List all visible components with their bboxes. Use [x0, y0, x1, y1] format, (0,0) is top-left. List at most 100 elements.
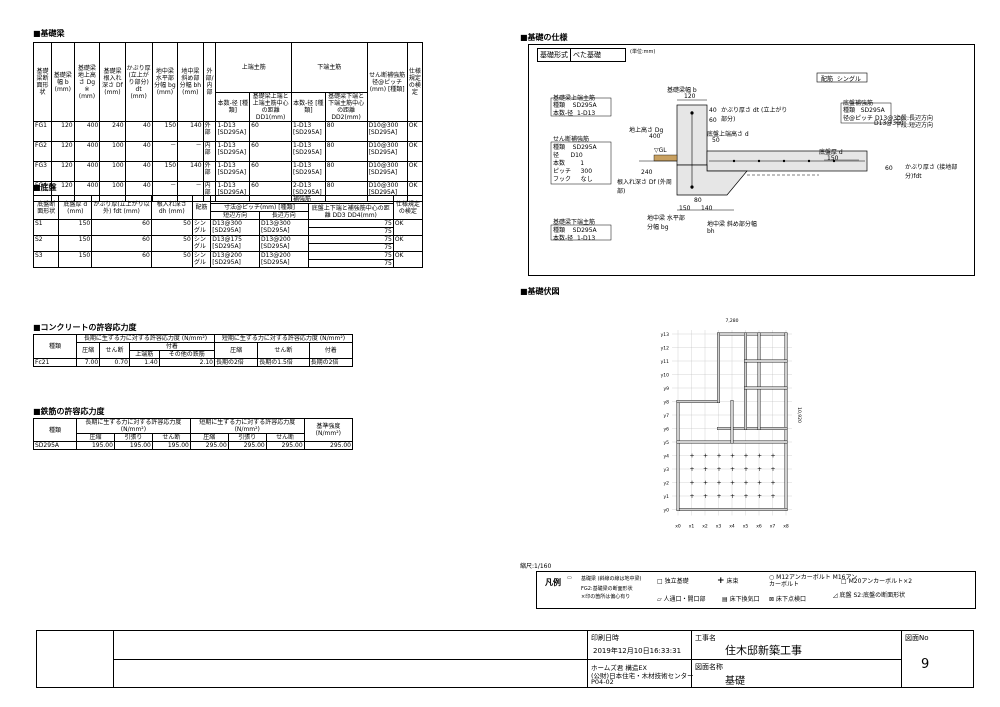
rebar-cell: 195.00: [76, 441, 115, 450]
slab-cell: S1: [32, 219, 60, 236]
beam-cell: 1-D13 [SD295A]: [215, 121, 251, 142]
beam-cell: 1-D13 [SD295A]: [291, 121, 326, 142]
dg-value: 400: [649, 133, 661, 140]
org-label: (公財)日本住宅・木材技術センター: [591, 672, 694, 680]
beam-cell: 外部: [202, 161, 217, 182]
print-label: 印刷日時: [591, 634, 619, 642]
x-axis-label: x3: [716, 524, 722, 530]
beam-cell: 1-D13 [SD295A]: [215, 141, 251, 162]
y-axis-label: y4: [663, 454, 669, 460]
slab-header: 底盤厚 d (mm): [58, 195, 93, 220]
floor-post-icon: +: [744, 453, 749, 460]
floor-post-icon: +: [717, 480, 722, 487]
df-label: 根入れ深さ Df (外周部): [617, 179, 672, 195]
beam-cell: 40: [124, 161, 153, 182]
beam-header: かぶり厚(立上がり部分) dt (mm): [124, 42, 153, 122]
beam-width-label: 基礎梁幅 b: [667, 87, 697, 94]
slab-cell: D13@200 [SD295A]: [210, 251, 260, 268]
beam-table: 基礎梁断面形状 基礎梁幅 b (mm) 基礎梁地上高さ Dg ※ (mm) 基礎…: [33, 42, 424, 202]
slab-rebar-title: 底盤補強筋: [843, 100, 874, 107]
floor-post-icon: +: [730, 453, 735, 460]
beam-cell: 240: [99, 121, 126, 142]
sheet-value: 9: [921, 657, 930, 672]
bottom-bar-count: 本数-径 1-D13: [553, 235, 596, 242]
floor-post-icon: +: [771, 493, 776, 500]
beam-cell: 150: [151, 161, 179, 182]
floor-post-icon: +: [744, 466, 749, 473]
slab-rebar-dia: 径@ピッチ D13@300: [843, 115, 905, 122]
y-axis-label: y8: [663, 400, 669, 406]
slab-d-value: 150: [827, 155, 839, 162]
concrete-header-kind: 種類: [33, 334, 77, 359]
concrete-header-comp: 圧縮: [75, 342, 101, 359]
floor-post-icon: +: [690, 453, 695, 460]
rebar-cell: 295.00: [189, 441, 229, 450]
concrete-cell: Fc21: [33, 358, 77, 367]
bottom-bar-title: 基礎梁下端主筋: [553, 219, 596, 226]
slab-header-reinf: 補強筋: [210, 195, 394, 204]
rebar-header-std: 基準強度 (N/mm²): [303, 418, 354, 442]
slab-header-long: 長辺方向: [258, 211, 309, 220]
foundation-beam: [676, 400, 720, 403]
top-bar-count: 本数-径 1-D13: [553, 110, 596, 117]
beam-header: 地中梁斜め部分幅 bh (mm): [177, 42, 204, 122]
bh-label: 地中梁 斜め部分幅 bh: [707, 221, 757, 235]
concrete-cell: 長期の2倍: [308, 358, 354, 367]
drawing-value: 基礎: [725, 676, 745, 687]
slab-cell: S2: [32, 235, 60, 252]
haikin-label: 配筋 シングル: [821, 76, 861, 83]
beam-subheader: 本数-径 [種類]: [291, 92, 326, 122]
beam-cell: －: [177, 141, 204, 162]
top-bar-title: 基礎梁上端主筋: [553, 95, 596, 102]
section-drawing: [550, 72, 892, 241]
x-axis-label: x7: [770, 524, 776, 530]
concrete-cell: 2.10: [158, 358, 215, 367]
slab-cell: 60: [91, 219, 152, 236]
beam-cell: D10@300 [SD295A]: [366, 161, 408, 182]
legend-note2: ×印の箇所は偏心有り: [581, 594, 631, 600]
slab-header: かぶり厚(立上がり以外) fdt (mm): [91, 195, 152, 220]
rebar-header-long: 長期に生ずる力に対する許容応力度 (N/mm²): [76, 418, 191, 434]
y-axis-label: y7: [663, 413, 669, 419]
x-axis-label: x5: [743, 524, 749, 530]
concrete-cell: 1.40: [128, 358, 160, 367]
concrete-header-bond: 付着: [128, 342, 215, 351]
rebar-header-tens-short: 引張り: [227, 433, 267, 442]
slab-cell: OK: [392, 235, 424, 252]
floor-post-icon: +: [717, 493, 722, 500]
dd1-value: 60: [709, 117, 717, 124]
slab-cell: シングル: [191, 251, 212, 268]
x-axis-label: x1: [689, 524, 695, 530]
legend-title: 凡例: [545, 578, 561, 587]
beam-section-title: ■基礎梁: [33, 29, 65, 38]
cross-icon: +: [717, 576, 725, 586]
rebar-header-comp: 圧縮: [76, 433, 115, 442]
legend-slab: ◿ 底盤 S2:底盤の断面形状: [833, 592, 906, 599]
floor-post-icon: +: [771, 480, 776, 487]
x-axis-label: x4: [729, 524, 735, 530]
code-label: P04-02: [591, 678, 614, 686]
legend-anchor: ○ M12アンカーボルト M16アンカーボルト: [769, 574, 858, 588]
top-bar-kind: 種類 SD295A: [553, 102, 597, 109]
rebar-cell: 195.00: [151, 441, 191, 450]
spec-section-title: ■基礎の仕様: [520, 33, 568, 42]
slab-cell: 150: [58, 235, 93, 252]
circle-icon: ○: [769, 574, 775, 581]
slab-header-dim: 寸法@ピッチ(mm) [種類]: [210, 203, 309, 212]
rebar-header-shear-short: せん断: [265, 433, 305, 442]
beam-cell: 100: [99, 161, 126, 182]
rebar-cell: 295.00: [227, 441, 267, 450]
shear-count: 本数 1: [553, 160, 585, 167]
legend-box: 凡例 ▭ 基礎梁 (斜線の線は地中梁) FG2:基礎梁の断面形状 ×印の箇所は偏…: [536, 571, 976, 609]
beam-header: 基礎梁根入れ深さ Df (mm): [99, 42, 126, 122]
floor-post-icon: +: [771, 466, 776, 473]
y-axis-label: y10: [661, 373, 670, 379]
slab-cell: 75: [307, 251, 394, 260]
beam-cell: 内部: [202, 141, 217, 162]
foundation-beam: [784, 332, 788, 511]
slab-cell: 150: [58, 251, 93, 268]
legend-hatch: ⊠ 床下点検口: [769, 596, 806, 603]
